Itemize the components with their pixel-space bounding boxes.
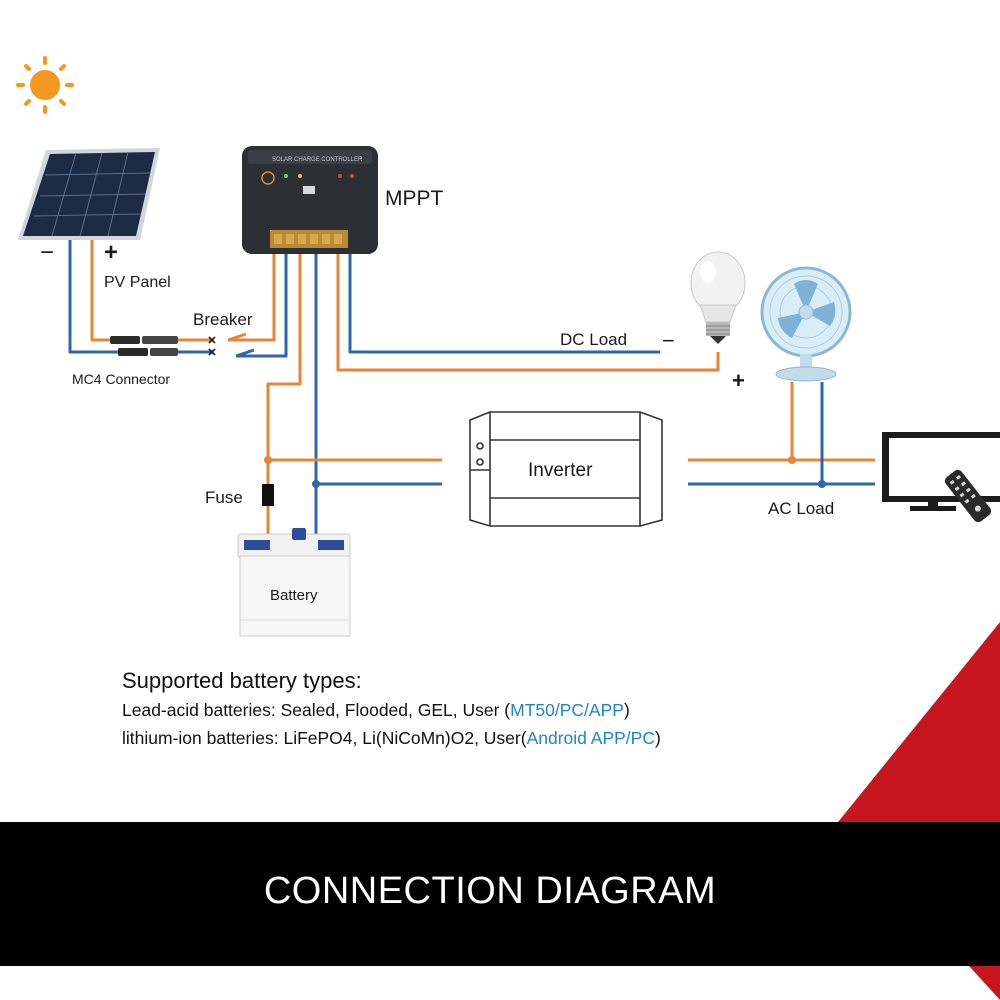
fan-icon xyxy=(760,266,852,382)
lead-acid-text: Lead-acid batteries: Sealed, Flooded, GE… xyxy=(122,700,511,720)
pv-negative-wire xyxy=(68,240,118,354)
pv-panel-label: PV Panel xyxy=(104,274,171,291)
mc4-connector-icon xyxy=(110,336,178,356)
battery-positive-wire xyxy=(266,250,302,484)
pv-plus-sign: + xyxy=(104,239,118,266)
battery-icon xyxy=(237,528,351,637)
light-bulb-icon xyxy=(690,251,746,344)
charge-controller-icon: SOLAR CHARGE CONTROLLER xyxy=(242,146,378,254)
mppt-label: MPPT xyxy=(385,187,444,210)
battery-label: Battery xyxy=(270,587,318,604)
tv-monitor-icon xyxy=(882,432,1000,511)
pv-positive-wire xyxy=(90,240,110,342)
wiring-diagram: − + PV Panel MC4 Connector Breaker SOLAR… xyxy=(16,56,1000,637)
dc-load-plus-sign: + xyxy=(732,368,745,393)
title-banner: CONNECTION DIAGRAM xyxy=(0,822,1000,966)
breaker-negative-wire xyxy=(236,250,288,358)
inverter-icon xyxy=(469,411,663,527)
supported-battery-types: Supported battery types: Lead-acid batte… xyxy=(122,668,661,756)
lead-acid-line: Lead-acid batteries: Sealed, Flooded, GE… xyxy=(122,700,661,721)
lithium-line: lithium-ion batteries: LiFePO4, Li(NiCoM… xyxy=(122,728,661,749)
remote-control-icon xyxy=(944,469,992,523)
dc-load-label: DC Load xyxy=(560,330,627,349)
fuse-icon xyxy=(262,484,274,506)
dc-load-negative-wire xyxy=(348,250,660,354)
controller-title: SOLAR CHARGE CONTROLLER xyxy=(272,157,363,163)
ac-load-label: AC Load xyxy=(768,499,834,518)
dc-load-positive-wire xyxy=(336,250,720,372)
battery-types-heading: Supported battery types: xyxy=(122,668,362,693)
mc4-connector-label: MC4 Connector xyxy=(72,371,170,387)
breaker-switch xyxy=(208,332,255,358)
breaker-label: Breaker xyxy=(193,310,253,329)
breaker-positive-wire xyxy=(228,250,276,342)
wire-junctions xyxy=(264,456,826,488)
pv-minus-sign: − xyxy=(40,239,54,266)
lithium-app-link: Android APP/PC xyxy=(526,728,655,748)
sun-icon xyxy=(16,56,74,114)
banner-title: CONNECTION DIAGRAM xyxy=(263,870,717,912)
lithium-text: lithium-ion batteries: LiFePO4, Li(NiCoM… xyxy=(122,728,527,748)
fuse-label: Fuse xyxy=(205,488,243,507)
lead-acid-suffix: ) xyxy=(623,700,630,720)
lead-acid-app-link: MT50/PC/APP xyxy=(510,700,624,720)
dc-load-minus-sign: − xyxy=(662,328,675,353)
lithium-suffix: ) xyxy=(654,728,661,748)
solar-panel-icon xyxy=(18,148,160,240)
inverter-label: Inverter xyxy=(528,460,593,481)
